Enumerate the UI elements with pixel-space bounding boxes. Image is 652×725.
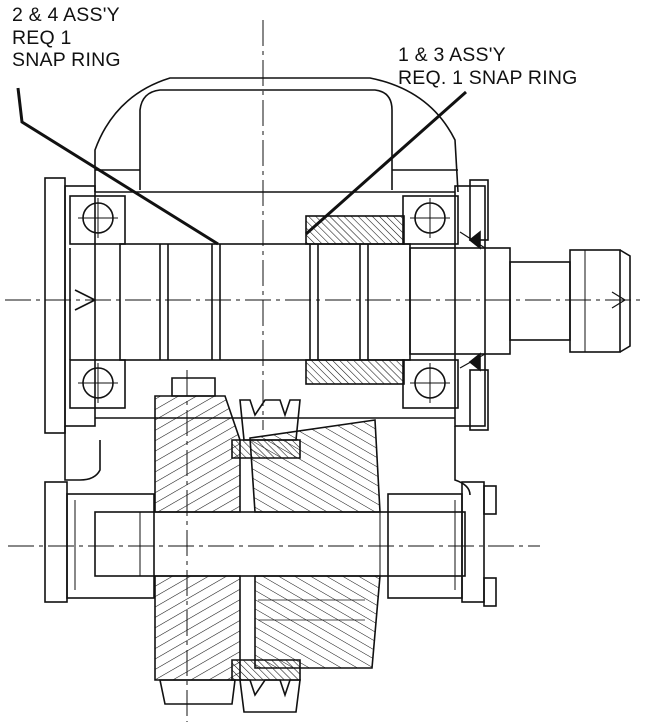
center-lines (5, 20, 645, 722)
housing-top-dome (94, 77, 459, 193)
output-shaft-extension (409, 230, 631, 372)
callout-2-4-snap-ring: 2 & 4 ASS'Y REQ 1 SNAP RING (12, 4, 121, 72)
leader-lines (16, 87, 467, 246)
gear-hub-center (231, 399, 301, 713)
callout-right-line1: 1 & 3 ASS'Y (398, 44, 506, 66)
lower-shaft (94, 511, 466, 577)
upper-shaft (74, 243, 411, 361)
callout-1-3-snap-ring: 1 & 3 ASS'Y REQ. 1 SNAP RING (398, 44, 577, 89)
bearing-top-left (69, 195, 126, 245)
callout-left-line2: REQ 1 (12, 26, 72, 49)
bearing-top-right (402, 195, 459, 245)
callout-right-line2: REQ. 1 SNAP RING (398, 66, 578, 89)
callout-left-line3: SNAP RING (12, 49, 121, 71)
bearing-bottom-left (69, 359, 126, 409)
bearing-bottom-right (402, 359, 459, 409)
gear-section-left (154, 377, 241, 705)
callout-left-line1: 2 & 4 ASS'Y (12, 4, 120, 26)
